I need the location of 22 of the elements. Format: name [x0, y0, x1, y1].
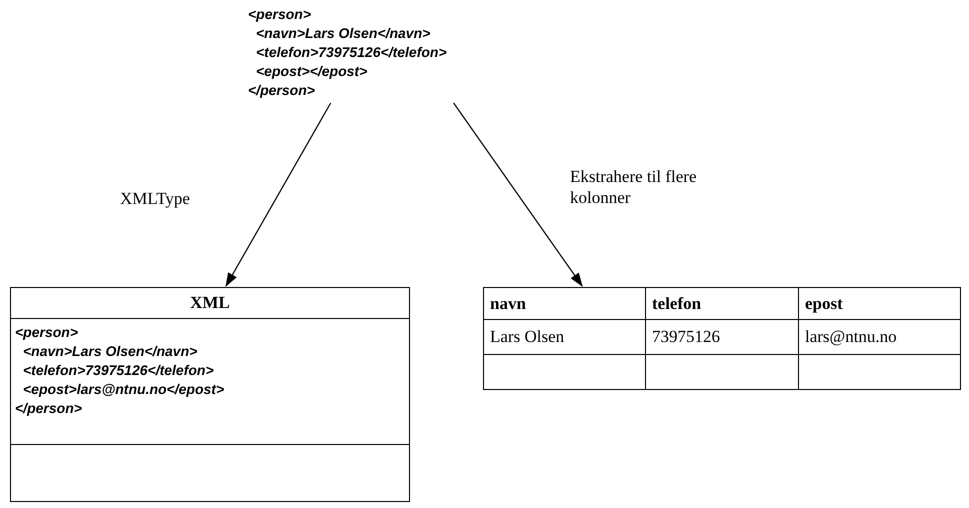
column-header: epost — [799, 288, 961, 320]
code-line: <epost>lars@ntnu.no</epost> — [22, 380, 226, 399]
xml-table — [10, 287, 410, 502]
code-line: <navn>Lars Olsen</navn> — [22, 342, 198, 361]
column-header: navn — [484, 288, 646, 320]
code-line: <person> — [248, 5, 312, 24]
column-header: XML — [11, 288, 409, 319]
edge-label: XMLType — [120, 188, 191, 209]
code-line: <person> — [15, 323, 80, 342]
code-line: </person> — [15, 399, 83, 418]
column-header: telefon — [646, 288, 799, 320]
code-line: <epost></epost> — [255, 62, 368, 81]
arrow — [225, 102, 332, 287]
table-cell: Lars Olsen — [484, 320, 646, 355]
table-cell: 73975126 — [646, 320, 799, 355]
code-line: <telefon>73975126</telefon> — [255, 43, 447, 62]
table-cell: lars@ntnu.no — [799, 320, 961, 355]
arrow — [453, 102, 583, 287]
code-line: </person> — [248, 81, 316, 100]
edge-label: Ekstrahere til flere kolonner — [570, 166, 698, 208]
code-line: <navn>Lars Olsen</navn> — [255, 24, 432, 43]
code-line: <telefon>73975126</telefon> — [22, 361, 215, 380]
